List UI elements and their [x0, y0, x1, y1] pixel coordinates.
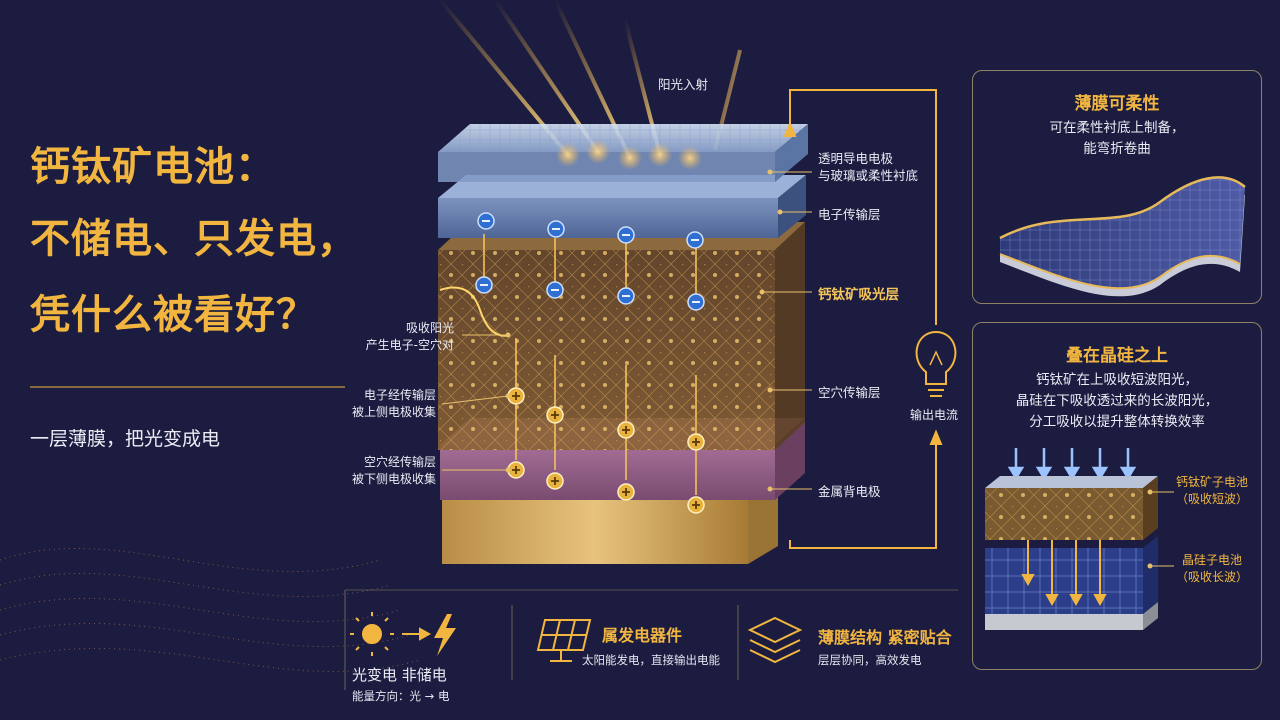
flexible-film-illustration: [999, 176, 1246, 297]
flexible-panel: 薄膜可柔性 可在柔性衬底上制备， 能弯折卷曲: [972, 70, 1262, 304]
perovskite-layer: [438, 222, 805, 450]
sunlight-label: 阳光入射: [658, 77, 709, 92]
tandem-desc: 钙钛矿在上吸收短波阳光， 晶硅在下吸收透过来的长波阳光， 分工吸收以提升整体转换…: [1015, 372, 1219, 430]
feature-2-sub: 太阳能发电，直接输出电能: [582, 653, 720, 667]
lightning-icon: [434, 614, 456, 656]
label-htl: 空穴传输层: [818, 385, 881, 400]
label-top-electrode: 透明导电电极 与玻璃或柔性衬底: [818, 151, 919, 183]
label-etl: 电子传输层: [818, 207, 881, 222]
tagline: 一层薄膜，把光变成电: [30, 428, 221, 450]
note-electron-collect: 电子经传输层 被上侧电极收集: [351, 388, 436, 419]
note-leaders: [441, 332, 511, 473]
layer-label-leaders: [759, 169, 812, 492]
headline-line-1: 钙钛矿电池：: [30, 144, 276, 190]
bulb-icon: [915, 330, 957, 397]
flexible-desc: 可在柔性衬底上制备， 能弯折卷曲: [1049, 120, 1185, 157]
sun-icon: [350, 612, 394, 656]
hole-markers: [507, 387, 705, 514]
tandem-title: 叠在晶硅之上: [1066, 346, 1168, 366]
electron-markers: [475, 212, 705, 311]
headline-line-3: 凭什么被看好？: [30, 292, 317, 338]
feature-3-sub: 层层协同，高效发电: [818, 653, 922, 667]
feature-1-sub: 能量方向：光 → 电: [352, 689, 450, 703]
tandem-panel: 叠在晶硅之上 钙钛矿在上吸收短波阳光， 晶硅在下吸收透过来的长波阳光， 分工吸收…: [972, 322, 1262, 670]
headline-line-2: 不储电、只发电，: [30, 216, 358, 262]
label-back-electrode: 金属背电极: [818, 484, 881, 499]
arrow-icon: [402, 627, 432, 641]
tandem-top-cell-label: 钙钛矿子电池 （吸收短波）: [1176, 475, 1249, 506]
feature-1-title: 光变电 非储电: [352, 666, 447, 684]
light-entry-glow: [556, 140, 702, 170]
tandem-illustration: [985, 448, 1174, 630]
external-circuit: [783, 89, 943, 549]
glass-top-electrode-layer: [438, 124, 808, 182]
layers-icon: [747, 616, 803, 664]
note-hole-collect: 空穴经传输层 被下侧电极收集: [351, 455, 436, 486]
solar-panel-icon: [536, 619, 592, 662]
note-absorb: 吸收阳光 产生电子-空穴对: [365, 321, 454, 352]
decorative-waves: [0, 548, 421, 672]
label-perovskite: 钙钛矿吸光层: [818, 287, 899, 303]
output-current-label: 输出电流: [910, 408, 959, 422]
feature-3-title: 薄膜结构 紧密贴合: [818, 628, 952, 647]
flexible-title: 薄膜可柔性: [1074, 94, 1160, 114]
feature-2-title: 属发电器件: [602, 626, 683, 645]
tandem-bottom-cell-label: 晶硅子电池 （吸收长波）: [1176, 553, 1249, 584]
